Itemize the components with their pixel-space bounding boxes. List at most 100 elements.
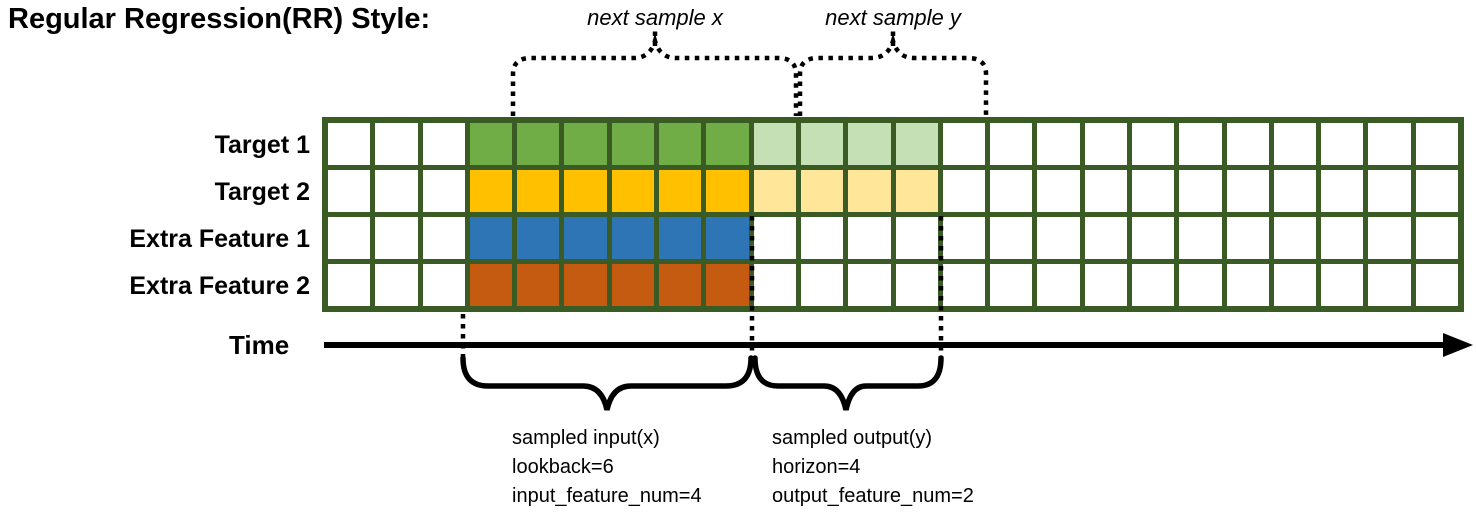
timeseries-grid-cells <box>328 123 1458 306</box>
grid-cell <box>1321 264 1364 306</box>
time-axis-label: Time <box>229 330 290 360</box>
grid-cell <box>1037 217 1080 259</box>
grid-cell <box>1037 123 1080 165</box>
grid-cell <box>1179 170 1222 212</box>
grid-cell <box>1226 123 1269 165</box>
grid-cell <box>659 264 702 306</box>
row-label-target-1: Target 1 <box>214 131 310 159</box>
grid-cell <box>706 217 749 259</box>
grid-cell <box>848 170 891 212</box>
grid-cell <box>990 264 1033 306</box>
grid-cell <box>469 123 513 165</box>
sampled-input-annotation: sampled input(x) lookback=6 input_featur… <box>512 424 702 511</box>
grid-cell <box>1131 123 1175 165</box>
grid-cell <box>1273 264 1317 306</box>
grid-cell <box>422 217 465 259</box>
grid-cell <box>1037 170 1080 212</box>
grid-cell <box>564 264 607 306</box>
grid-cell <box>990 170 1033 212</box>
grid-cell <box>1415 170 1458 212</box>
sampled-output-title: sampled output(y) <box>772 427 933 449</box>
grid-cell <box>1321 123 1364 165</box>
grid-cell <box>659 123 702 165</box>
grid-cell <box>328 264 371 306</box>
grid-cell <box>328 217 371 259</box>
grid-cell <box>1368 170 1411 212</box>
grid-cell <box>1321 217 1364 259</box>
row-label-target-2: Target 2 <box>214 178 310 206</box>
sampled-input-brace <box>460 355 754 411</box>
grid-cell <box>848 123 891 165</box>
grid-cell <box>1179 264 1222 306</box>
grid-cell <box>1131 264 1175 306</box>
next-sample-x-brace <box>510 33 799 116</box>
grid-cell <box>753 123 796 165</box>
grid-cell <box>895 217 938 259</box>
grid-cell <box>706 123 749 165</box>
grid-cell <box>517 123 560 165</box>
grid-cell <box>990 123 1033 165</box>
grid-cell <box>611 264 655 306</box>
grid-cell <box>800 217 844 259</box>
grid-cell <box>848 264 891 306</box>
input-feature-num-value: input_feature_num=4 <box>512 485 702 507</box>
grid-cell <box>1415 123 1458 165</box>
diagram-title: Regular Regression(RR) Style: <box>8 3 431 35</box>
grid-cell <box>1131 170 1175 212</box>
grid-cell <box>1273 170 1317 212</box>
grid-cell <box>422 123 465 165</box>
grid-cell <box>1226 217 1269 259</box>
grid-cell <box>469 217 513 259</box>
grid-cell <box>753 264 796 306</box>
grid-cell <box>517 217 560 259</box>
grid-cell <box>611 123 655 165</box>
sampled-output-annotation: sampled output(y) horizon=4 output_featu… <box>772 424 974 511</box>
grid-cell <box>328 123 371 165</box>
grid-cell <box>1273 123 1317 165</box>
grid-cell <box>422 170 465 212</box>
grid-cell <box>895 123 938 165</box>
grid-cell <box>1084 217 1127 259</box>
grid-cell <box>706 264 749 306</box>
grid-cell <box>1179 217 1222 259</box>
grid-cell <box>895 170 938 212</box>
grid-cell <box>375 123 418 165</box>
next-sample-y-label: next sample y <box>825 5 961 30</box>
grid-cell <box>1037 264 1080 306</box>
grid-cell <box>1368 123 1411 165</box>
grid-cell <box>1131 217 1175 259</box>
grid-cell <box>753 170 796 212</box>
sampled-input-title: sampled input(x) <box>512 427 660 449</box>
grid-cell <box>611 170 655 212</box>
grid-cell <box>942 264 986 306</box>
grid-cell <box>375 170 418 212</box>
output-feature-num-value: output_feature_num=2 <box>772 485 974 507</box>
grid-cell <box>517 170 560 212</box>
grid-cell <box>1273 217 1317 259</box>
next-sample-y-brace <box>797 33 989 116</box>
grid-cell <box>659 217 702 259</box>
grid-cell <box>328 170 371 212</box>
grid-cell <box>375 264 418 306</box>
grid-cell <box>1368 264 1411 306</box>
lookback-value: lookback=6 <box>512 456 614 478</box>
grid-cell <box>1368 217 1411 259</box>
grid-cell <box>469 170 513 212</box>
grid-cell <box>800 170 844 212</box>
row-label-extra-feature-2: Extra Feature 2 <box>129 272 310 300</box>
grid-cell <box>1415 217 1458 259</box>
grid-cell <box>990 217 1033 259</box>
grid-cell <box>422 264 465 306</box>
grid-cell <box>706 170 749 212</box>
grid-cell <box>564 217 607 259</box>
grid-cell <box>895 264 938 306</box>
grid-cell <box>1179 123 1222 165</box>
grid-cell <box>1226 170 1269 212</box>
grid-cell <box>564 170 607 212</box>
next-sample-x-label: next sample x <box>587 5 723 30</box>
grid-cell <box>1084 264 1127 306</box>
grid-cell <box>659 170 702 212</box>
grid-cell <box>800 123 844 165</box>
grid-cell <box>848 217 891 259</box>
grid-cell <box>469 264 513 306</box>
